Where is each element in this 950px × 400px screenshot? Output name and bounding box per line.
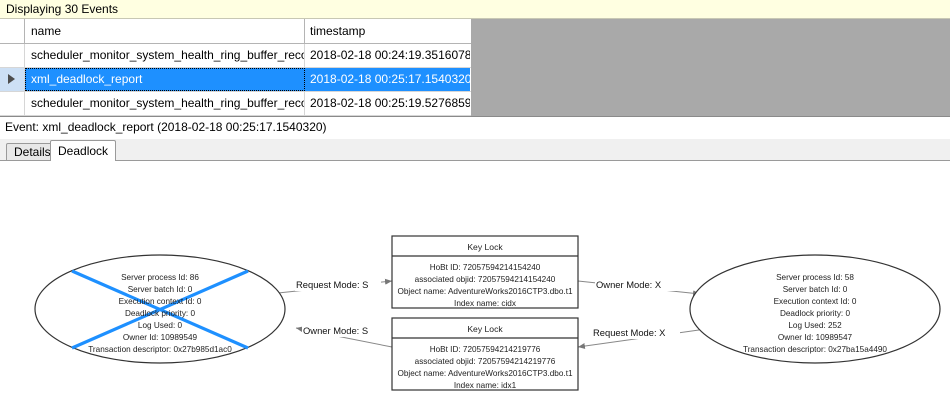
keylock-bottom-line-1: associated objid: 72057594214219776 <box>415 357 556 366</box>
row-selector-cell[interactable] <box>0 68 25 91</box>
keylock-top-line-0: HoBt ID: 72057594214154240 <box>430 263 541 272</box>
row-timestamp-cell[interactable]: 2018-02-18 00:24:19.3516078 <box>310 48 470 62</box>
process-left-line-6: Transaction descriptor: 0x27b985d1ac0 <box>88 345 232 354</box>
process-right-line-4: Log Used: 252 <box>788 321 842 330</box>
deadlock-graph-canvas[interactable]: Server process Id: 86 Server batch Id: 0… <box>0 160 950 400</box>
edge-label-right-owner: Owner Mode: X <box>595 278 677 291</box>
edge-label-right-request: Request Mode: X <box>592 326 680 339</box>
keylock-bottom-line-2: Object name: AdventureWorks2016CTP3.dbo.… <box>397 369 573 378</box>
row-selector-cell[interactable] <box>0 44 25 67</box>
edge-label-left-request: Request Mode: S <box>295 278 381 291</box>
table-row-selected[interactable]: xml_deadlock_report 2018-02-18 00:25:17.… <box>0 68 471 92</box>
process-right-line-3: Deadlock priority: 0 <box>780 309 851 318</box>
row-name-cell[interactable]: scheduler_monitor_system_health_ring_buf… <box>25 92 305 115</box>
keylock-bottom-line-0: HoBt ID: 72057594214219776 <box>430 345 541 354</box>
process-right-line-5: Owner Id: 10989547 <box>778 333 853 342</box>
grid-header-selector-cell <box>0 19 25 43</box>
tab-deadlock[interactable]: Deadlock <box>50 140 117 161</box>
process-left-line-4: Log Used: 0 <box>138 321 183 330</box>
events-banner: Displaying 30 Events <box>0 0 950 19</box>
grid-header-row: name timestamp <box>0 19 471 44</box>
resource-node-keylock-top[interactable]: Key Lock HoBt ID: 72057594214154240 asso… <box>391 235 579 309</box>
process-right-line-1: Server batch Id: 0 <box>783 285 848 294</box>
edge-left-owner-label: Owner Mode: S <box>303 325 368 336</box>
keylock-top-line-2: Object name: AdventureWorks2016CTP3.dbo.… <box>397 287 573 296</box>
event-caption: Event: xml_deadlock_report (2018-02-18 0… <box>0 118 950 138</box>
process-right-line-6: Transaction descriptor: 0x27ba15a4490 <box>743 345 887 354</box>
keylock-bottom-line-3: Index name: idx1 <box>454 381 517 390</box>
edge-left-request-label: Request Mode: S <box>296 279 368 290</box>
table-row[interactable]: scheduler_monitor_system_health_ring_buf… <box>0 44 471 68</box>
keylock-top-line-3: Index name: cidx <box>454 299 516 308</box>
row-name-cell[interactable]: scheduler_monitor_system_health_ring_buf… <box>25 44 305 67</box>
keylock-bottom-title: Key Lock <box>467 324 503 334</box>
events-banner-label: Displaying 30 Events <box>6 2 119 16</box>
process-left-line-0: Server process Id: 86 <box>121 273 199 282</box>
process-left-line-2: Execution context Id: 0 <box>119 297 202 306</box>
process-left-line-5: Owner Id: 10989549 <box>123 333 198 342</box>
keylock-top-title: Key Lock <box>467 242 503 252</box>
row-timestamp-cell[interactable]: 2018-02-18 00:25:19.5276859 <box>310 96 470 110</box>
process-right-line-0: Server process Id: 58 <box>776 273 854 282</box>
process-right-line-2: Execution context Id: 0 <box>774 297 857 306</box>
tab-strip: Details Deadlock <box>0 139 950 161</box>
table-row[interactable]: scheduler_monitor_system_health_ring_buf… <box>0 92 471 116</box>
grid-header-timestamp[interactable]: timestamp <box>310 24 366 38</box>
process-node-right[interactable]: Server process Id: 58 Server batch Id: 0… <box>689 254 941 364</box>
grid-header-name[interactable]: name <box>25 19 305 43</box>
process-left-line-3: Deadlock priority: 0 <box>125 309 196 318</box>
row-name-cell[interactable]: xml_deadlock_report <box>25 68 305 91</box>
current-row-arrow-icon <box>8 74 15 84</box>
process-node-left[interactable]: Server process Id: 86 Server batch Id: 0… <box>34 254 286 364</box>
victim-cross-icon <box>71 269 249 350</box>
row-selector-cell[interactable] <box>0 92 25 115</box>
events-grid[interactable]: name timestamp scheduler_monitor_system_… <box>0 19 950 117</box>
resource-node-keylock-bottom[interactable]: Key Lock HoBt ID: 72057594214219776 asso… <box>391 317 579 391</box>
events-grid-inner: name timestamp scheduler_monitor_system_… <box>0 19 471 116</box>
process-left-line-1: Server batch Id: 0 <box>128 285 193 294</box>
row-timestamp-cell[interactable]: 2018-02-18 00:25:17.1540320 <box>305 68 470 91</box>
edge-label-left-owner: Owner Mode: S <box>302 324 384 337</box>
edge-right-owner-label: Owner Mode: X <box>596 279 662 290</box>
keylock-top-line-1: associated objid: 72057594214154240 <box>415 275 556 284</box>
edge-right-request-label: Request Mode: X <box>593 327 666 338</box>
